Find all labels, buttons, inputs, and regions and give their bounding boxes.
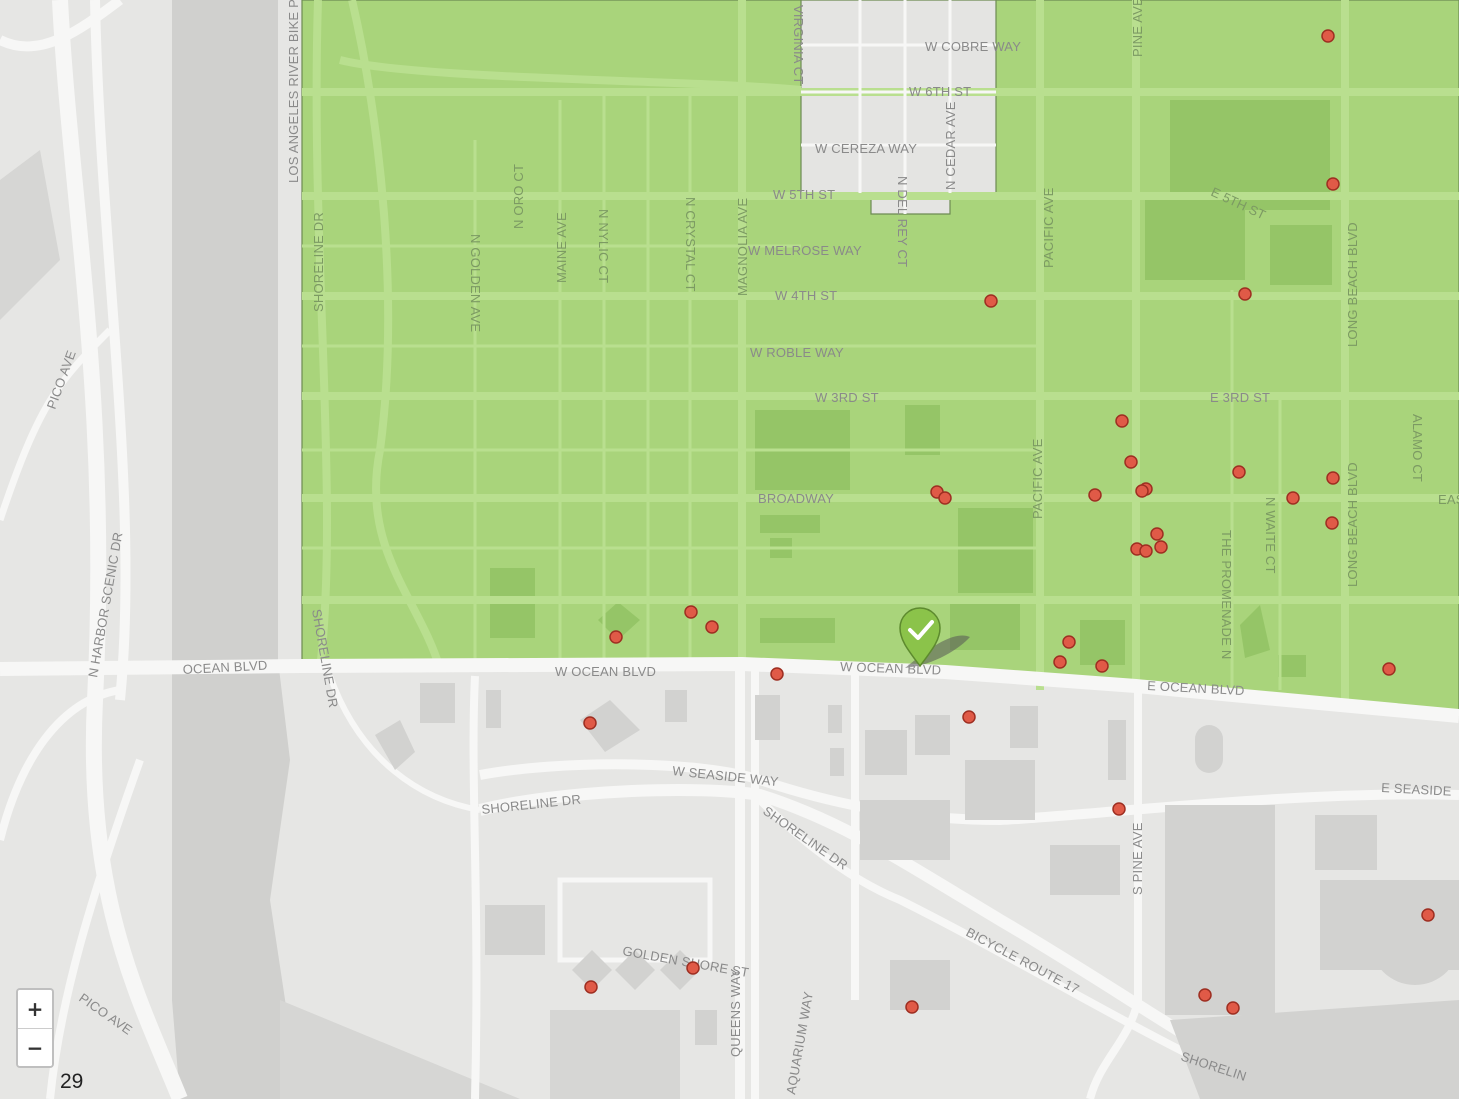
street-label: W OCEAN BLVD — [555, 664, 656, 679]
location-marker[interactable] — [1154, 540, 1168, 554]
location-marker[interactable] — [1112, 802, 1126, 816]
street-label: MAGNOLIA AVE — [735, 198, 750, 296]
location-marker[interactable] — [686, 961, 700, 975]
zoom-in-button[interactable]: + — [18, 990, 52, 1028]
street-label: ALAMO CT — [1410, 414, 1425, 482]
terminal-area — [0, 150, 60, 320]
location-marker[interactable] — [609, 630, 623, 644]
street-label: W ROBLE WAY — [750, 345, 844, 360]
zone-buildings — [490, 100, 1332, 677]
street-label: N GOLDEN AVE — [468, 234, 483, 332]
street-label: W 5TH ST — [773, 187, 835, 202]
location-marker[interactable] — [1062, 635, 1076, 649]
street-label: SHORELINE DR — [311, 212, 326, 312]
location-marker[interactable] — [1198, 988, 1212, 1002]
zoom-control: + − — [16, 988, 54, 1068]
location-marker[interactable] — [1421, 908, 1435, 922]
zoom-out-button[interactable]: − — [18, 1028, 52, 1066]
location-marker[interactable] — [770, 667, 784, 681]
location-marker[interactable] — [1088, 488, 1102, 502]
street-label: QUEENS WAY — [728, 968, 743, 1057]
excluded-streets — [801, 0, 996, 214]
location-marker[interactable] — [1139, 544, 1153, 558]
street-label: PINE AVE — [1130, 0, 1145, 57]
street-label: W 3RD ST — [815, 390, 879, 405]
street-label: E OCEAN BLVD — [1147, 678, 1245, 698]
location-marker[interactable] — [1326, 177, 1340, 191]
street-label: S PINE AVE — [1130, 822, 1145, 895]
location-markers — [583, 29, 1435, 1015]
location-marker[interactable] — [1325, 516, 1339, 530]
location-marker[interactable] — [1226, 1001, 1240, 1015]
location-marker[interactable] — [1115, 414, 1129, 428]
street-label: W COBRE WAY — [925, 39, 1021, 54]
harbor-area — [280, 1000, 520, 1099]
location-marker[interactable] — [1095, 659, 1109, 673]
street-label: LONG BEACH BLVD — [1345, 222, 1360, 347]
street-label: N DEL REY CT — [895, 176, 910, 267]
street-label: N NYLIC CT — [596, 209, 611, 283]
location-marker[interactable] — [1124, 455, 1138, 469]
zone-minor-roads — [302, 90, 1282, 690]
river-channel — [172, 0, 300, 1099]
check-icon — [908, 620, 934, 640]
street-label: W MELROSE WAY — [748, 243, 862, 258]
location-marker[interactable] — [1326, 471, 1340, 485]
location-marker[interactable] — [684, 605, 698, 619]
street-label: N WAITE CT — [1263, 497, 1278, 574]
location-marker[interactable] — [1053, 655, 1067, 669]
street-label: N ORO CT — [511, 164, 526, 229]
location-marker[interactable] — [1135, 484, 1149, 498]
location-marker[interactable] — [1321, 29, 1335, 43]
freeway-ramps — [0, 0, 188, 1099]
location-marker[interactable] — [1238, 287, 1252, 301]
street-label: EAS — [1438, 492, 1459, 507]
location-marker[interactable] — [1150, 527, 1164, 541]
street-label: OCEAN BLVD — [182, 658, 268, 677]
location-marker[interactable] — [584, 980, 598, 994]
street-label: W 6TH ST — [909, 84, 971, 99]
street-label: N CRYSTAL CT — [683, 197, 698, 292]
street-label: THE PROMENADE N — [1219, 530, 1234, 659]
location-marker[interactable] — [1232, 465, 1246, 479]
location-marker[interactable] — [938, 491, 952, 505]
street-label: LOS ANGELES RIVER BIKE P — [286, 0, 301, 183]
street-label: W CEREZA WAY — [815, 141, 917, 156]
location-marker[interactable] — [1382, 662, 1396, 676]
street-label: PACIFIC AVE — [1030, 438, 1045, 519]
location-marker[interactable] — [705, 620, 719, 634]
location-marker[interactable] — [905, 1000, 919, 1014]
location-marker[interactable] — [962, 710, 976, 724]
street-label: W OCEAN BLVD — [840, 659, 942, 678]
location-marker[interactable] — [1286, 491, 1300, 505]
street-label: W 4TH ST — [775, 288, 837, 303]
street-label: LONG BEACH BLVD — [1345, 462, 1360, 587]
selected-location-pin[interactable] — [899, 607, 970, 668]
street-label: BROADWAY — [758, 491, 834, 506]
street-label: E SEASIDE — [1381, 780, 1452, 799]
southern-buildings — [375, 683, 1459, 1099]
harbor-basin — [550, 1010, 680, 1099]
location-marker[interactable] — [583, 716, 597, 730]
street-label: VIRGINIA CT — [791, 5, 806, 85]
street-label: N CEDAR AVE — [943, 101, 958, 190]
street-label: E 3RD ST — [1210, 390, 1270, 405]
street-label: PACIFIC AVE — [1041, 187, 1056, 268]
street-label: MAINE AVE — [554, 212, 569, 283]
zoom-level-readout: 29 — [60, 1070, 84, 1093]
location-marker[interactable] — [984, 294, 998, 308]
